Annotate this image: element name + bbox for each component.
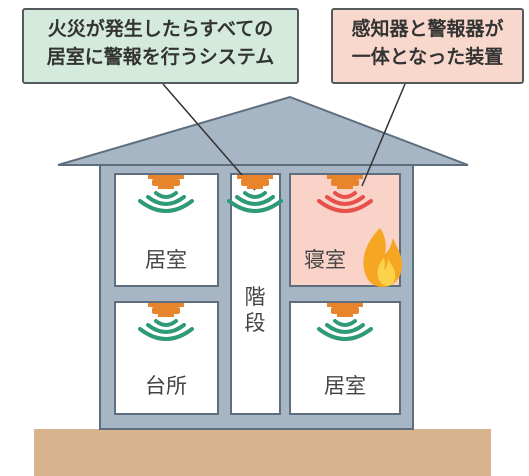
stairs-box <box>230 173 281 415</box>
stairs-label: 階 段 <box>243 284 267 336</box>
detector-lower-right <box>317 303 373 341</box>
room-label-lower-left: 台所 <box>145 374 187 398</box>
stairs-label-line2: 段 <box>244 311 266 335</box>
callout-right-line1: 感知器と警報器が <box>351 18 504 40</box>
callout-left-pointer <box>162 83 256 191</box>
fire-icon <box>363 228 402 287</box>
callout-left-line2: 居室に警報を行うシステム <box>46 46 275 68</box>
callout-left-line1: 火災が発生したらすべての <box>47 18 274 40</box>
smoke-detector-icon <box>237 175 273 189</box>
callout-right-line2: 一体となった装置 <box>351 46 504 68</box>
callout-system-description: 火災が発生したらすべての 居室に警報を行うシステム <box>22 8 299 84</box>
detector-upper-left <box>138 175 194 213</box>
signal-wave-icon <box>138 319 194 341</box>
signal-wave-icon <box>138 191 194 213</box>
room-lower-left-box <box>114 301 219 415</box>
signal-wave-icon <box>317 319 373 341</box>
ground <box>34 429 491 476</box>
signal-wave-icon <box>317 191 373 213</box>
smoke-detector-icon <box>148 175 184 189</box>
detector-stairs <box>227 175 283 213</box>
smoke-detector-icon <box>327 303 363 317</box>
detector-lower-left <box>138 303 194 341</box>
stairs-label-line1: 階 <box>244 285 266 309</box>
room-upper-left-box <box>114 173 219 287</box>
callout-right-pointer <box>361 83 406 187</box>
room-lower-right-box <box>289 301 401 415</box>
smoke-detector-icon <box>148 303 184 317</box>
room-label-lower-right: 居室 <box>324 374 366 398</box>
signal-wave-icon <box>227 191 283 213</box>
callout-device-description: 感知器と警報器が 一体となった装置 <box>331 8 524 84</box>
smoke-detector-icon <box>327 175 363 189</box>
detector-upper-right <box>317 175 373 213</box>
room-label-upper-left: 居室 <box>145 248 187 272</box>
room-label-upper-right: 寝室 <box>304 248 346 272</box>
house-roof <box>57 95 469 166</box>
